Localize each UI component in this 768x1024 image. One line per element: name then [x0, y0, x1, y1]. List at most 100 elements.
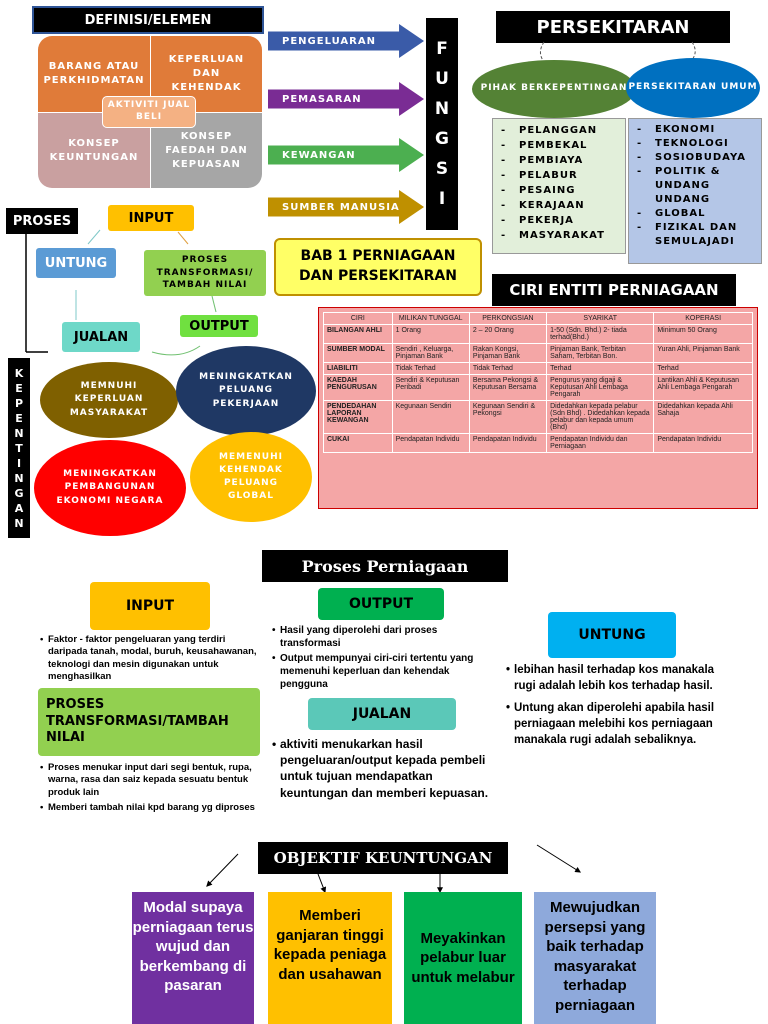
kepentingan-letter: E: [15, 411, 23, 425]
objektif-box-modal: Modal supaya perniagaan terus wujud dan …: [132, 892, 254, 1024]
list-item: lebihan hasil terhadap kos manakala rugi…: [506, 662, 716, 694]
table-cell: 1 Orang: [391, 324, 470, 344]
objektif-title: OBJEKTIF KEUNTUNGAN: [258, 842, 508, 874]
pp-input-text: Faktor - faktor pengeluaran yang terdiri…: [40, 634, 262, 683]
kepentingan-letter: K: [14, 366, 24, 380]
list-item: PESAING: [493, 183, 625, 198]
table-row: BILANGAN AHLI 1 Orang 2 – 20 Orang 1-50 …: [323, 324, 753, 344]
proses-frame-lines: [25, 229, 217, 356]
objektif-arrow: [206, 853, 239, 887]
objektif-box-pelabur: Meyakinkan pelabur luar untuk melabur: [404, 892, 522, 1024]
objektif-box-persepsi: Mewujudkan persepsi yang baik terhadap m…: [534, 892, 656, 1024]
kepentingan-letter: I: [16, 456, 22, 470]
fungsi-letter: G: [435, 129, 449, 149]
table-cell: Kegunaan Sendiri & Pekongsi: [468, 400, 548, 434]
cycle-arrow: [177, 231, 189, 245]
bubble-pembangunan: MENINGKATKAN PEMBANGUNAN EKONOMI NEGARA: [34, 440, 186, 536]
list-item: MASYARAKAT: [493, 228, 625, 243]
pp-output-points: Hasil yang diperolehi dari proses transf…: [272, 624, 498, 691]
table-cell: Kegunaan Sendiri: [391, 400, 470, 434]
list-item: Untung akan diperolehi apabila hasil per…: [506, 700, 716, 748]
ciri-table-wrap: CIRI MILIKAN TUNGGAL PERKONGSIAN SYARIKA…: [318, 307, 758, 509]
pihak-list: PELANGGAN PEMBEKAL PEMBIAYA PELABUR PESA…: [493, 123, 625, 243]
list-item: Faktor - faktor pengeluaran yang terdiri…: [40, 634, 262, 683]
umum-list-box: EKONOMI TEKNOLOGI SOSIOBUDAYA POLITIK & …: [628, 118, 762, 264]
table-cell: Lantikan Ahli & Keputusan Ahli Lembaga P…: [653, 374, 753, 401]
fungsi-letter: N: [434, 99, 450, 119]
kepentingan-letter: N: [14, 471, 24, 485]
fungsi-vertical: F U N G S I: [426, 18, 458, 230]
pp-output-text: Hasil yang diperolehi dari proses transf…: [272, 624, 498, 691]
definisi-jual-beli: AKTIVITI JUAL BELI: [102, 96, 196, 128]
objektif-arrow: [536, 844, 582, 873]
list-item: Proses menukar input dari segi bentuk, r…: [40, 762, 262, 799]
objektif-box-ganjaran: Memberi ganjaran tinggi kepada peniaga d…: [268, 892, 392, 1024]
ciri-table: CIRI MILIKAN TUNGGAL PERKONGSIAN SYARIKA…: [323, 312, 753, 453]
kepentingan-letter: A: [14, 501, 24, 515]
kepentingan-letter: P: [14, 396, 24, 410]
persekitaran-umum-head: PERSEKITARAN UMUM: [626, 58, 760, 118]
table-row: CUKAI Pendapatan Individu Pendapatan Ind…: [323, 433, 753, 453]
fungsi-letter: S: [435, 159, 449, 179]
cycle-untung: UNTUNG: [36, 248, 116, 278]
pp-untung-text: lebihan hasil terhadap kos manakala rugi…: [506, 662, 716, 748]
bubble-pekerjaan: MENINGKATKAN PELUANG PEKERJAAN: [176, 346, 316, 436]
definisi-title: DEFINISI/ELEMEN: [32, 6, 264, 34]
pp-jualan-label: JUALAN: [308, 698, 456, 730]
proses-title: PROSES: [6, 208, 78, 234]
proses-perniagaan-title: Proses Perniagaan: [262, 550, 508, 582]
table-row: KAEDAH PENGURUSAN Sendiri & Keputusan Pe…: [323, 374, 753, 401]
cycle-input: INPUT: [108, 205, 194, 231]
table-cell: Pengurus yang digaji & Keputusan Ahli Le…: [546, 374, 655, 401]
definisi-keperluan: KEPERLUAN DAN KEHENDAK: [150, 36, 262, 112]
pp-transform-points: Proses menukar input dari segi bentuk, r…: [40, 762, 262, 815]
kepentingan-letter: N: [14, 426, 24, 440]
pp-input-points: Faktor - faktor pengeluaran yang terdiri…: [40, 634, 262, 683]
table-cell: KAEDAH PENGURUSAN: [323, 374, 393, 401]
objektif-arrow: [317, 873, 327, 894]
table-cell: Pendapatan Individu: [468, 433, 548, 453]
table-cell: Pendapatan Individu: [391, 433, 470, 453]
list-item: aktiviti menukarkan hasil pengeluaran/ou…: [272, 736, 498, 801]
table-cell: Bersama Pekongsi & Keputusan Bersama: [468, 374, 548, 401]
pp-untung-points: lebihan hasil terhadap kos manakala rugi…: [506, 662, 716, 748]
table-cell: Sendiri & Keputusan Peribadi: [391, 374, 470, 401]
cycle-arrow: [87, 229, 101, 245]
list-item: PELANGGAN: [493, 123, 625, 138]
table-cell: Pendapatan Individu: [653, 433, 753, 453]
bubble-keperluan: MEMNUHI KEPERLUAN MASYARAKAT: [40, 362, 178, 438]
kepentingan-letter: E: [15, 381, 23, 395]
table-cell: Sendiri , Keluarga, Pinjaman Bank: [391, 343, 470, 363]
cycle-output: OUTPUT: [180, 315, 258, 337]
fungsi-letter: U: [435, 69, 449, 89]
table-row: PENDEDAHAN LAPORAN KEWANGAN Kegunaan Sen…: [323, 400, 753, 434]
cycle-arrow: [151, 345, 201, 356]
table-cell: Tidak Terhad: [468, 362, 548, 375]
list-item: KERAJAAN: [493, 198, 625, 213]
list-item: EKONOMI: [629, 123, 761, 137]
ciri-title: CIRI ENTITI PERNIAGAAN: [492, 274, 736, 306]
list-item: PEMBIAYA: [493, 153, 625, 168]
list-item: PEMBEKAL: [493, 138, 625, 153]
pp-transform-text: Proses menukar input dari segi bentuk, r…: [40, 762, 262, 815]
table-cell: PENDEDAHAN LAPORAN KEWANGAN: [323, 400, 393, 434]
kepentingan-letter: N: [14, 516, 24, 530]
pihak-list-box: PELANGGAN PEMBEKAL PEMBIAYA PELABUR PESA…: [492, 118, 626, 254]
fungsi-letter: I: [438, 189, 446, 209]
kepentingan-letter: T: [15, 441, 23, 455]
umum-list: EKONOMI TEKNOLOGI SOSIOBUDAYA POLITIK & …: [629, 123, 761, 249]
list-item: FIZIKAL DAN SEMULAJADI: [629, 221, 761, 249]
table-cell: Pendapatan Individu dan Perniagaan: [546, 433, 655, 453]
list-item: Output mempunyai ciri-ciri tertentu yang…: [272, 652, 498, 691]
persekitaran-title: PERSEKITARAN: [496, 11, 730, 43]
list-item: SOSIOBUDAYA: [629, 151, 761, 165]
list-item: Hasil yang diperolehi dari proses transf…: [272, 624, 498, 650]
list-item: GLOBAL: [629, 207, 761, 221]
pihak-berkepentingan-head: PIHAK BERKEPENTINGAN: [472, 60, 636, 118]
pp-transform-label: PROSES TRANSFORMASI/TAMBAH NILAI: [38, 688, 260, 756]
bab-banner: BAB 1 PERNIAGAAN DAN PERSEKITARAN: [274, 238, 482, 296]
pp-output-label: OUTPUT: [318, 588, 444, 620]
list-item: PELABUR: [493, 168, 625, 183]
cycle-arrow: [211, 295, 217, 313]
